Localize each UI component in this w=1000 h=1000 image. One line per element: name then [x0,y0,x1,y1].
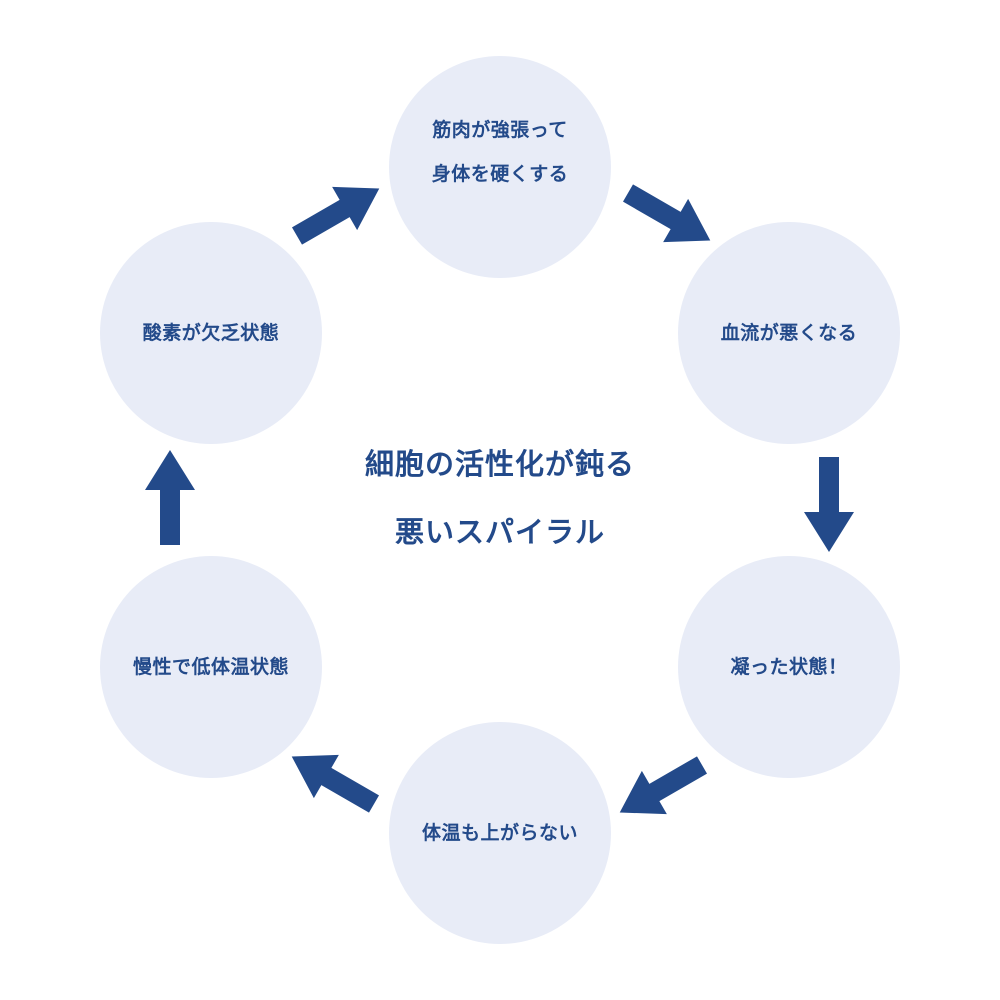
arrow-up-right-icon [284,166,392,258]
arrow-up-icon [145,450,195,545]
cycle-node-chronic-low-temp: 慢性で低体温状態 [100,556,322,778]
cycle-node-stiff-state: 凝った状態！ [678,556,900,778]
node-label-line: 体温も上がらない [421,822,578,844]
arrow-up-left-icon [279,734,387,826]
node-label-line: 慢性で低体温状態 [132,656,289,678]
cycle-node-body-temp-not-rising: 体温も上がらない [389,722,611,944]
cycle-node-poor-blood-flow: 血流が悪くなる [678,222,900,444]
diagram-title: 細胞の活性化が鈍る 悪いスパイラル [300,430,700,566]
node-label-line: 身体を硬くする [431,163,569,185]
title-line-1: 細胞の活性化が鈍る [364,447,635,481]
cycle-node-muscle-tension: 筋肉が強張って 身体を硬くする [389,56,611,278]
arrow-down-left-icon [607,743,715,835]
title-line-2: 悪いスパイラル [394,515,605,549]
node-label-line: 凝った状態！ [730,656,848,678]
node-label-line: 酸素が欠乏状態 [142,322,280,344]
arrow-down-right-icon [615,171,723,263]
node-label-line: 筋肉が強張って [432,119,568,141]
cycle-node-oxygen-deficiency: 酸素が欠乏状態 [100,222,322,444]
arrow-down-icon [804,457,854,552]
node-label-line: 血流が悪くなる [720,322,858,344]
